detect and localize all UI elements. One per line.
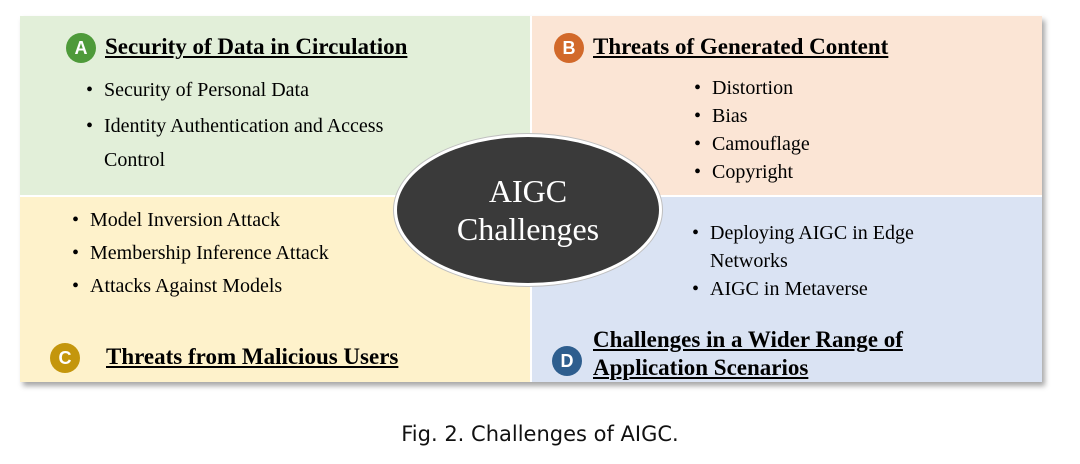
center-title-line2: Challenges — [456, 211, 600, 247]
aigc-challenges-diagram: A Security of Data in Circulation Securi… — [20, 16, 1042, 382]
quadrant-a: A Security of Data in Circulation Securi… — [20, 16, 530, 195]
quadrant-d-title: Challenges in a Wider Range of Applicati… — [593, 326, 903, 382]
figure-caption: Fig. 2. Challenges of AIGC. — [401, 422, 679, 446]
quadrant-a-title: Security of Data in Circulation — [105, 34, 408, 59]
list-item: Attacks Against Models — [70, 270, 400, 303]
badge-d: D — [552, 346, 582, 376]
badge-b: B — [554, 33, 584, 63]
list-item: Copyright — [692, 158, 892, 186]
quadrant-c-title: Threats from Malicious Users — [106, 344, 399, 369]
center-ellipse: AIGC Challenges — [394, 134, 662, 286]
list-item: Deploying AIGC in Edge Networks — [690, 219, 980, 275]
quadrant-d-title-line1: Challenges in a Wider Range of — [593, 327, 903, 352]
list-item-text: Deploying AIGC in Edge Networks — [710, 222, 914, 272]
quadrant-b-list: Distortion Bias Camouflage Copyright — [692, 74, 892, 186]
list-item: Distortion — [692, 74, 892, 102]
list-item: Identity Authentication and Access Contr… — [84, 109, 384, 177]
quadrant-b-title: Threats of Generated Content — [593, 34, 889, 59]
list-item: Membership Inference Attack — [70, 237, 400, 270]
quadrant-a-list: Security of Personal Data Identity Authe… — [84, 76, 384, 177]
list-item: Model Inversion Attack — [70, 204, 400, 237]
badge-c: C — [50, 343, 80, 373]
quadrant-c-list: Model Inversion Attack Membership Infere… — [70, 204, 400, 303]
list-item: AIGC in Metaverse — [690, 275, 980, 303]
quadrant-d-title-line2: Application Scenarios — [593, 355, 809, 380]
center-title-line1: AIGC — [488, 173, 568, 209]
quadrant-b: B Threats of Generated Content Distortio… — [532, 16, 1042, 195]
list-item: Camouflage — [692, 130, 892, 158]
badge-a: A — [66, 33, 96, 63]
list-item: Security of Personal Data — [84, 76, 384, 104]
list-item: Bias — [692, 102, 892, 130]
quadrant-d-list: Deploying AIGC in Edge Networks AIGC in … — [690, 219, 980, 303]
